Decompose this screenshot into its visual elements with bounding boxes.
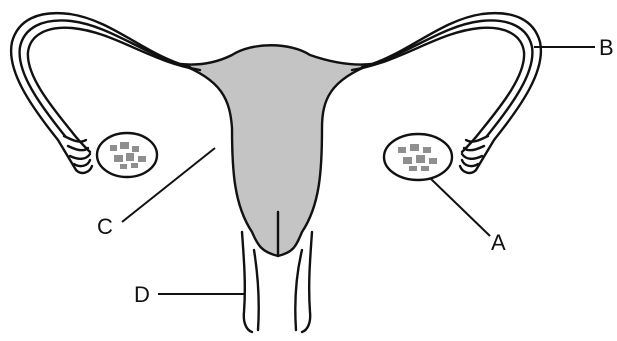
- label-d: D: [134, 282, 150, 307]
- left-ovary: [97, 133, 157, 177]
- leader-a: [430, 178, 490, 236]
- label-a: A: [491, 230, 506, 255]
- label-b: B: [599, 35, 614, 60]
- vagina-left-inner: [254, 250, 259, 330]
- vagina-right-inner: [295, 250, 302, 330]
- right-oviduct-lumen: [362, 20, 532, 136]
- uterus-body: [180, 45, 372, 256]
- right-fimbriae: [460, 136, 488, 173]
- vagina-right-wall: [302, 232, 312, 332]
- vagina-left-wall: [242, 232, 252, 332]
- left-oviduct-lumen: [20, 20, 190, 136]
- right-ovary: [384, 134, 452, 180]
- left-fimbriae: [64, 136, 92, 173]
- label-c: C: [97, 214, 113, 239]
